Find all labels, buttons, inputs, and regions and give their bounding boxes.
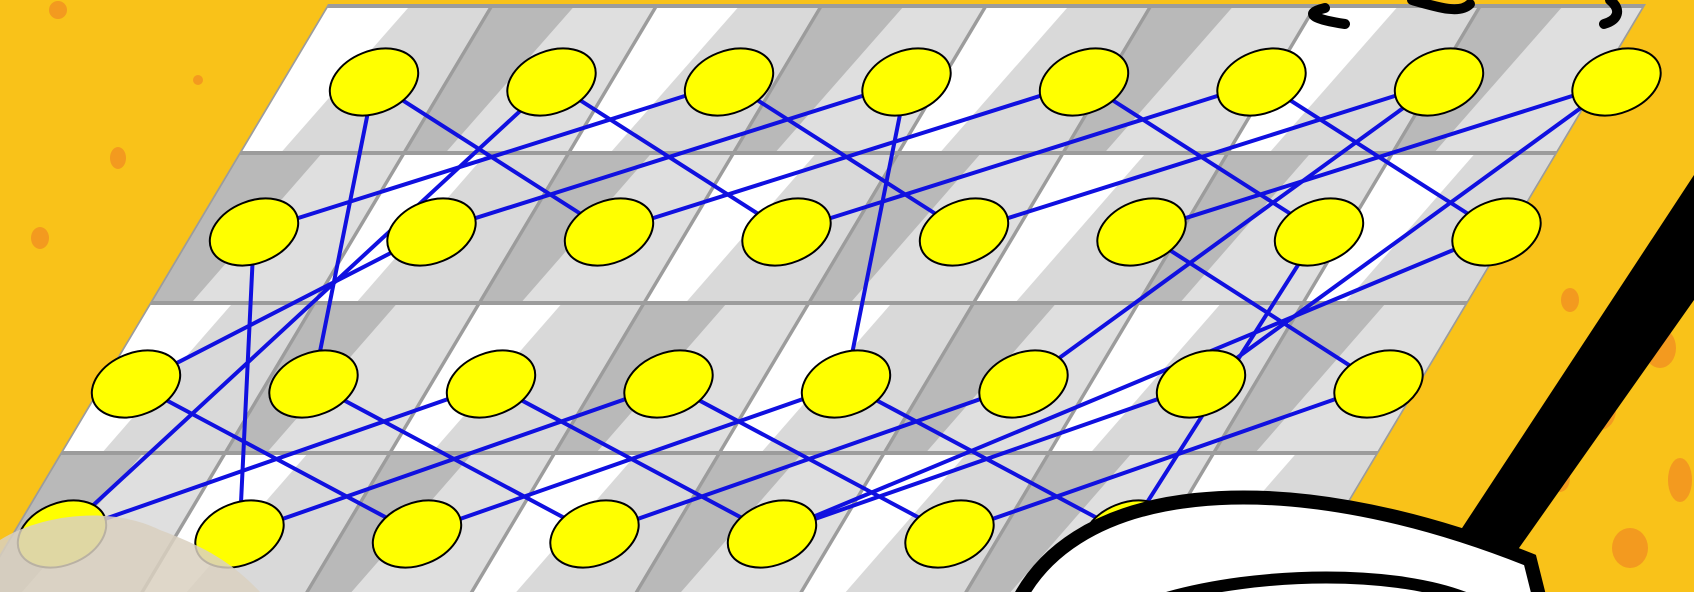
edge-line [962,80,1441,234]
peg-r1-c3[interactable] [732,186,841,278]
peg-r1-c1[interactable] [377,186,486,278]
edge-line [784,80,1264,234]
edge-line [311,80,376,386]
edge-line [1139,80,1619,234]
peg-r2-c5[interactable] [969,338,1078,430]
overlay-disc [1015,490,1546,592]
background-dot [1668,458,1692,502]
background-dot [193,75,203,85]
background-dot [49,1,67,19]
edge-line [237,382,671,536]
peg-r1-c0[interactable] [200,186,309,278]
peg-r0-c7[interactable] [1562,36,1671,128]
edge-line [592,382,1026,536]
edge-line [237,230,256,536]
peg-r0-c3[interactable] [852,36,961,128]
edge-line [134,230,434,386]
edge-line [1199,80,1619,386]
overlay-disc-inner [1166,571,1466,592]
peg-r2-c2[interactable] [437,338,546,430]
peg-r2-c7[interactable] [1324,338,1433,430]
peg-nodes[interactable] [8,36,1671,580]
peg-r0-c2[interactable] [675,36,784,128]
edge-line [844,80,909,386]
board-tile-shade [1270,8,1477,151]
peg-r0-c1[interactable] [497,36,606,128]
edge-line [415,382,848,536]
peg-r3-c5[interactable] [895,488,1004,580]
edge-line [947,382,1381,536]
peg-r1-c4[interactable] [910,186,1019,278]
edge-line [1139,230,1381,386]
peg-r3-c3[interactable] [540,488,649,580]
background-dot [1561,288,1579,312]
edge-line [429,80,909,234]
peg-r2-c3[interactable] [614,338,723,430]
peg-r0-c0[interactable] [320,36,429,128]
frame-arc [1308,0,1623,29]
peg-r2-c4[interactable] [792,338,901,430]
peg-r1-c7[interactable] [1442,186,1551,278]
peg-r0-c4[interactable] [1030,36,1139,128]
stone-decoration [0,515,260,592]
peg-r0-c5[interactable] [1207,36,1316,128]
background-dot [1612,528,1648,568]
edge-line [770,230,1499,536]
edge-line [60,382,493,536]
edge-connections [60,80,1619,536]
frame-wedge [1420,175,1694,592]
peg-r3-c4[interactable] [718,488,827,580]
edge-line [1021,80,1441,386]
peg-r2-c1[interactable] [259,338,368,430]
peg-r3-c2[interactable] [363,488,472,580]
peg-r1-c5[interactable] [1087,186,1196,278]
edge-line [770,382,1203,536]
peg-r2-c0[interactable] [82,338,191,430]
peg-r1-c2[interactable] [555,186,664,278]
board-tile-shade [103,305,312,451]
board-tile-shade [1435,8,1642,151]
edge-line [252,80,731,234]
edge-line [607,80,1086,234]
peg-r0-c6[interactable] [1385,36,1494,128]
peg-r1-c6[interactable] [1265,186,1374,278]
board-tile-shade [1346,155,1554,301]
background-dot [110,147,126,169]
peg-r2-c6[interactable] [1147,338,1256,430]
edge-line [60,80,554,536]
background-dot [31,227,49,249]
